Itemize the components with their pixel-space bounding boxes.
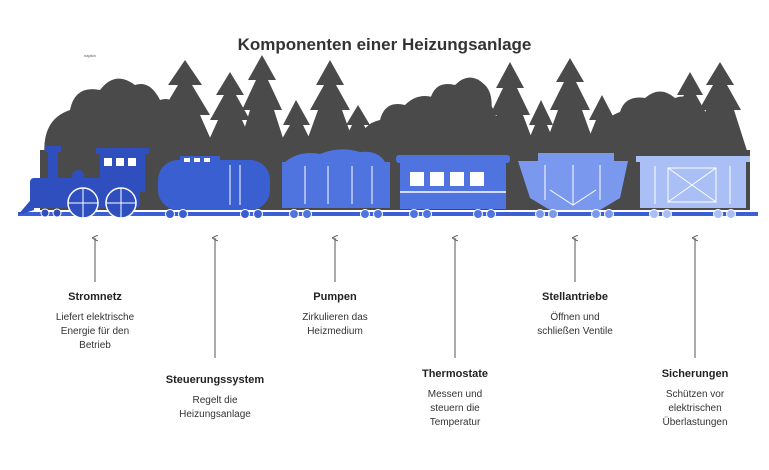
component-description: Regelt die Heizungsanlage (179, 395, 251, 420)
tank-car (158, 156, 270, 219)
component-title: Stromnetz (68, 291, 122, 303)
box-car (636, 156, 750, 219)
component-title: Pumpen (313, 291, 357, 303)
locomotive (18, 146, 149, 219)
logo-text: napkin (84, 53, 96, 58)
ore-car (518, 153, 628, 219)
rail-track (18, 212, 758, 216)
component-title: Steuerungssystem (165, 374, 265, 386)
component-description: Liefert elektrische Energie für den Betr… (55, 312, 135, 351)
page-title: Komponenten einer Heizungsanlage (237, 35, 532, 54)
component-title: Stellantriebe (541, 291, 609, 303)
hopper-car (282, 149, 390, 219)
forest-background (40, 55, 750, 210)
passenger-car (396, 155, 510, 219)
component-description: Messen und steuern die Temperatur (427, 389, 483, 428)
component-description: Zirkulieren das Heizmedium (302, 312, 368, 337)
component-title: Thermostate (421, 368, 489, 380)
logo: napkin (40, 26, 96, 58)
component-title: Sicherungen (661, 368, 729, 380)
component-description: Schützen vor elektrischen Überlastungen (662, 389, 728, 428)
component-description: Öffnen und schließen Ventile (537, 312, 613, 337)
connector-arrows (95, 238, 695, 358)
